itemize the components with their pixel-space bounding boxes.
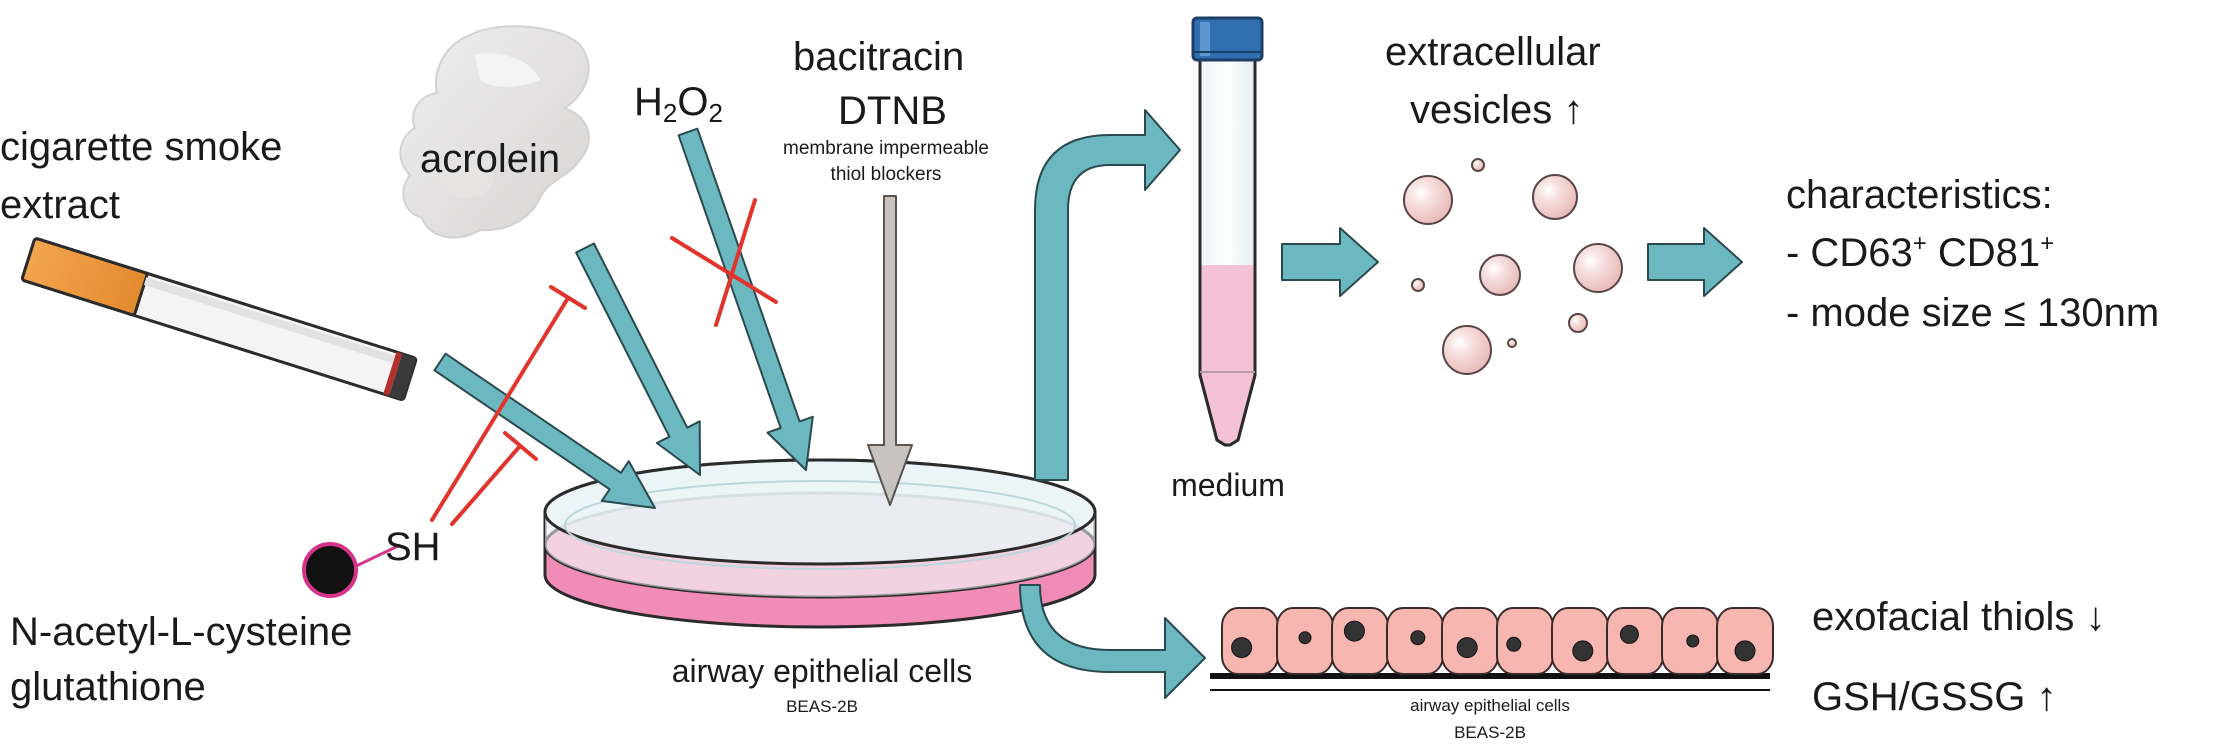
cells-label: airway epithelial cells [1410, 696, 1570, 715]
smoke-icon [399, 25, 590, 239]
extracellular-label-1: extracellular [1385, 30, 1601, 74]
acrolein-arrow [575, 242, 701, 476]
epithelial-cell [1661, 607, 1719, 675]
epithelial-cell [1606, 607, 1664, 675]
vesicle-icon [1411, 278, 1425, 292]
tube-to-vesicles-arrow [1281, 227, 1379, 297]
falcon-tube-icon [1191, 16, 1264, 447]
inhibit-line-acrolein [430, 296, 570, 522]
epithelial-cell [1386, 607, 1444, 675]
vesicle-icon [1442, 325, 1492, 375]
epithelial-cell [1716, 607, 1774, 675]
nac-label: N-acetyl-L-cysteine [10, 610, 352, 654]
medium-label: medium [1171, 467, 1285, 503]
characteristics-markers: - CD63+ CD81+ [1786, 230, 2054, 275]
vesicle-cluster [1403, 158, 1623, 375]
thiol-blocker-arrow [867, 195, 913, 506]
cigarette-smoke-label-2: extract [0, 183, 120, 227]
characteristics-title: characteristics: [1786, 173, 2053, 217]
exofacial-thiols-label: exofacial thiols ↓ [1812, 595, 2105, 639]
vesicle-icon [1507, 338, 1517, 348]
vesicle-icon [1568, 313, 1588, 333]
cells-sublabel: BEAS-2B [1454, 723, 1526, 742]
epithelial-cell [1221, 607, 1279, 675]
bacitracin-label: bacitracin [793, 35, 964, 79]
cell-collection-arrow [1019, 584, 1206, 699]
vesicle-icon [1573, 243, 1623, 293]
acrolein-label: acrolein [420, 137, 560, 181]
cigarette-icon [21, 237, 418, 401]
cross-line-1 [670, 236, 778, 304]
epithelial-cell [1496, 607, 1554, 675]
inhibit-bar-acrolein [549, 285, 587, 310]
h2o2-label: H2O2 [634, 80, 723, 128]
vesicle-icon [1403, 175, 1453, 225]
inhibit-bar-smoke [503, 431, 538, 461]
thiol-molecule-icon [302, 542, 401, 598]
cross-line-2 [714, 198, 757, 327]
vesicle-icon [1471, 158, 1485, 172]
epithelial-cell-layer-icon [1210, 607, 1774, 691]
gsh-gssg-label: GSH/GSSG ↑ [1812, 675, 2057, 719]
dish-label: airway epithelial cells [672, 653, 973, 689]
epithelial-cell [1331, 607, 1389, 675]
blockers-note-1: membrane impermeable [783, 138, 989, 159]
inhibition-lines [430, 198, 778, 526]
vesicle-icon [1532, 174, 1578, 220]
inhibit-line-smoke [450, 444, 522, 526]
blockers-note-2: thiol blockers [831, 164, 942, 185]
h2o2-arrow [677, 127, 814, 471]
epithelial-cell [1276, 607, 1334, 675]
cigarette-smoke-arrow [433, 352, 656, 509]
epithelial-cell [1551, 607, 1609, 675]
vesicle-icon [1479, 254, 1521, 296]
cigarette-smoke-label-1: cigarette smoke [0, 125, 282, 169]
sh-label: SH [385, 525, 441, 569]
dish-sublabel: BEAS-2B [786, 697, 858, 716]
vesicles-to-characteristics-arrow [1647, 227, 1743, 297]
epithelial-cell [1441, 607, 1499, 675]
dtnb-label: DTNB [838, 89, 947, 133]
medium-collection-arrow [1034, 109, 1181, 481]
characteristics-size: - mode size ≤ 130nm [1786, 291, 2159, 335]
extracellular-label-2: vesicles ↑ [1410, 88, 1583, 132]
cell-culture-dish-icon [543, 458, 1097, 629]
glutathione-label: glutathione [10, 665, 206, 709]
